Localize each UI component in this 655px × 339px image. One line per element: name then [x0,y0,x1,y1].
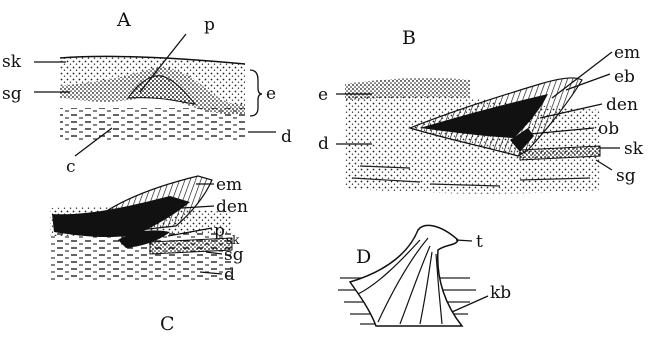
panel-b: B e d em eb den ob sk sg [318,27,644,194]
label-d-kb: kb [490,283,511,303]
label-b-ob: ob [598,119,619,139]
label-a-c: c [66,157,76,177]
panel-d: D t kb [338,225,511,326]
label-c-d: d [224,265,235,285]
panel-c-title: C [160,313,175,335]
label-c-sg: sg [224,245,244,265]
panel-d-title: D [356,246,371,268]
label-b-sk: sk [624,139,644,159]
panel-a: A sk sg p e c d [2,9,292,177]
panel-b-title: B [402,27,416,49]
label-b-e: e [318,85,328,105]
panel-d-denticle [350,225,462,326]
label-a-p: p [204,15,215,35]
label-a-e: e [266,84,276,104]
label-b-den: den [606,95,638,115]
panel-a-title: A [116,9,131,31]
label-b-em: em [614,43,640,63]
label-c-em: em [216,175,242,195]
panel-b-epidermis [345,78,470,100]
label-c-den: den [216,197,248,217]
label-a-sg: sg [2,84,22,104]
label-c-p: p [214,221,225,241]
label-a-sk: sk [2,52,22,72]
label-b-eb: eb [614,67,635,87]
label-b-d: d [318,134,329,154]
label-d-t: t [476,232,483,252]
label-a-d: d [281,127,292,147]
label-b-sg: sg [616,166,636,186]
panel-c: em den p sk sg d C [50,175,248,335]
